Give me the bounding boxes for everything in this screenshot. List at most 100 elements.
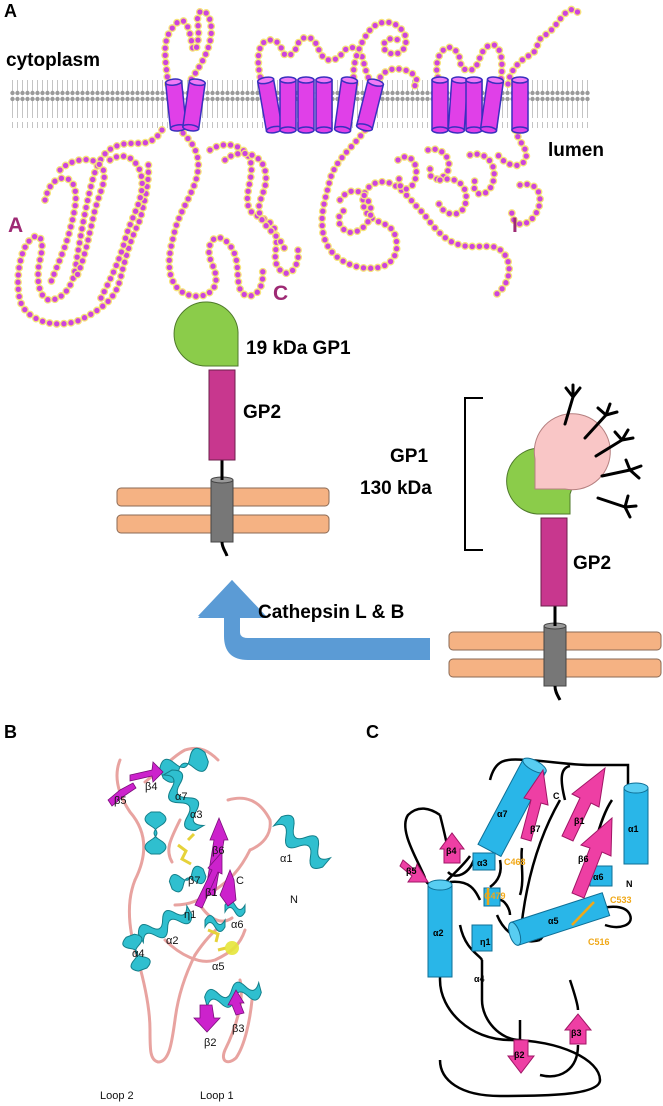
residue-bead (205, 288, 214, 297)
residue-bead (424, 146, 432, 154)
residue-bead (193, 14, 202, 23)
residue-bead (253, 288, 262, 297)
residue-bead (556, 14, 565, 23)
residue-bead (109, 268, 118, 277)
residue-bead (57, 292, 66, 300)
residue-bead (266, 36, 275, 44)
residue-bead (117, 272, 125, 281)
residue-bead (25, 237, 33, 246)
residue-bead (288, 266, 297, 275)
residue-bead (374, 217, 383, 226)
residue-bead (32, 314, 40, 323)
residue-bead (431, 145, 440, 154)
residue-bead (499, 156, 508, 165)
residue-bead (144, 161, 153, 169)
loop2-label: Loop 2 (100, 1090, 134, 1102)
residue-bead (82, 203, 91, 212)
residue-bead (57, 174, 66, 183)
residue-bead (177, 207, 186, 216)
residue-bead (60, 243, 69, 252)
residue-bead (162, 65, 171, 74)
residue-bead (126, 220, 135, 229)
residue-bead (153, 131, 162, 140)
residue-bead (333, 253, 342, 262)
residue-bead (411, 174, 420, 183)
residue-bead (486, 183, 495, 192)
residue-bead (184, 194, 193, 203)
residue-bead (407, 196, 416, 205)
residue-bead (62, 236, 71, 245)
residue-bead (100, 173, 109, 182)
residue-bead (71, 201, 80, 210)
residue-bead (52, 263, 61, 272)
residue-bead (573, 8, 582, 16)
residue-bead (14, 278, 22, 287)
residue-bead (497, 60, 506, 69)
residue-bead (276, 237, 285, 246)
residue-bead (360, 191, 369, 200)
residue-bead (349, 65, 358, 74)
residue-bead (254, 58, 263, 67)
residue-bead (86, 310, 95, 319)
residue-bead (62, 287, 71, 295)
residue-bead (38, 241, 46, 250)
residue-bead (381, 220, 390, 229)
residue-bead (359, 263, 368, 272)
residue-bead (50, 177, 59, 186)
residue-bead (255, 201, 264, 210)
topology-element-label: α5 (548, 916, 559, 926)
residue-bead (18, 249, 27, 258)
residue-bead (361, 66, 370, 75)
residue-bead (522, 218, 531, 227)
residue-bead (246, 158, 255, 167)
residue-bead (194, 160, 203, 169)
residue-bead (55, 256, 64, 265)
domain-a-label: A (8, 214, 23, 237)
residue-bead (112, 152, 121, 161)
residue-bead (433, 58, 442, 67)
residue-bead (192, 174, 201, 183)
residue-bead (194, 36, 202, 45)
residue-bead (552, 20, 561, 29)
residue-bead (335, 219, 344, 228)
residue-bead (411, 160, 420, 169)
residue-bead (165, 263, 174, 272)
residue-bead (15, 292, 24, 301)
ribbon-label: β2 (204, 1037, 216, 1049)
ribbon-label: α5 (212, 961, 224, 973)
residue-bead (512, 161, 521, 170)
topology-elements (399, 757, 649, 1074)
residue-bead (439, 46, 448, 55)
topology-element-label: α2 (433, 928, 444, 938)
residue-bead (86, 182, 95, 191)
residue-bead (365, 183, 373, 192)
residue-bead (516, 181, 524, 189)
residue-bead (30, 232, 39, 241)
polypeptide-beads (14, 5, 582, 328)
residue-bead (380, 39, 389, 47)
residue-bead (455, 53, 464, 61)
residue-bead (345, 260, 354, 269)
residue-bead (170, 228, 179, 237)
residue-bead (168, 24, 177, 33)
residue-bead (88, 214, 97, 223)
residue-bead (421, 212, 430, 221)
residue-bead (408, 181, 417, 190)
residue-bead (194, 21, 203, 30)
residue-bead (222, 237, 231, 246)
residue-bead (347, 142, 356, 151)
tm-helix (297, 76, 315, 134)
cathepsin-arrow-body (198, 580, 430, 660)
residue-bead (485, 156, 494, 165)
residue-bead (212, 142, 221, 151)
transmembrane-helices (164, 76, 529, 134)
residue-bead (365, 26, 374, 35)
residue-bead (128, 213, 137, 222)
residue-bead (337, 50, 345, 59)
c-terminus-label: C (553, 791, 560, 801)
residue-bead (131, 207, 140, 216)
residue-bead (505, 264, 514, 273)
residue-bead (330, 165, 338, 174)
residue-bead (494, 151, 503, 160)
residue-bead (173, 18, 181, 27)
